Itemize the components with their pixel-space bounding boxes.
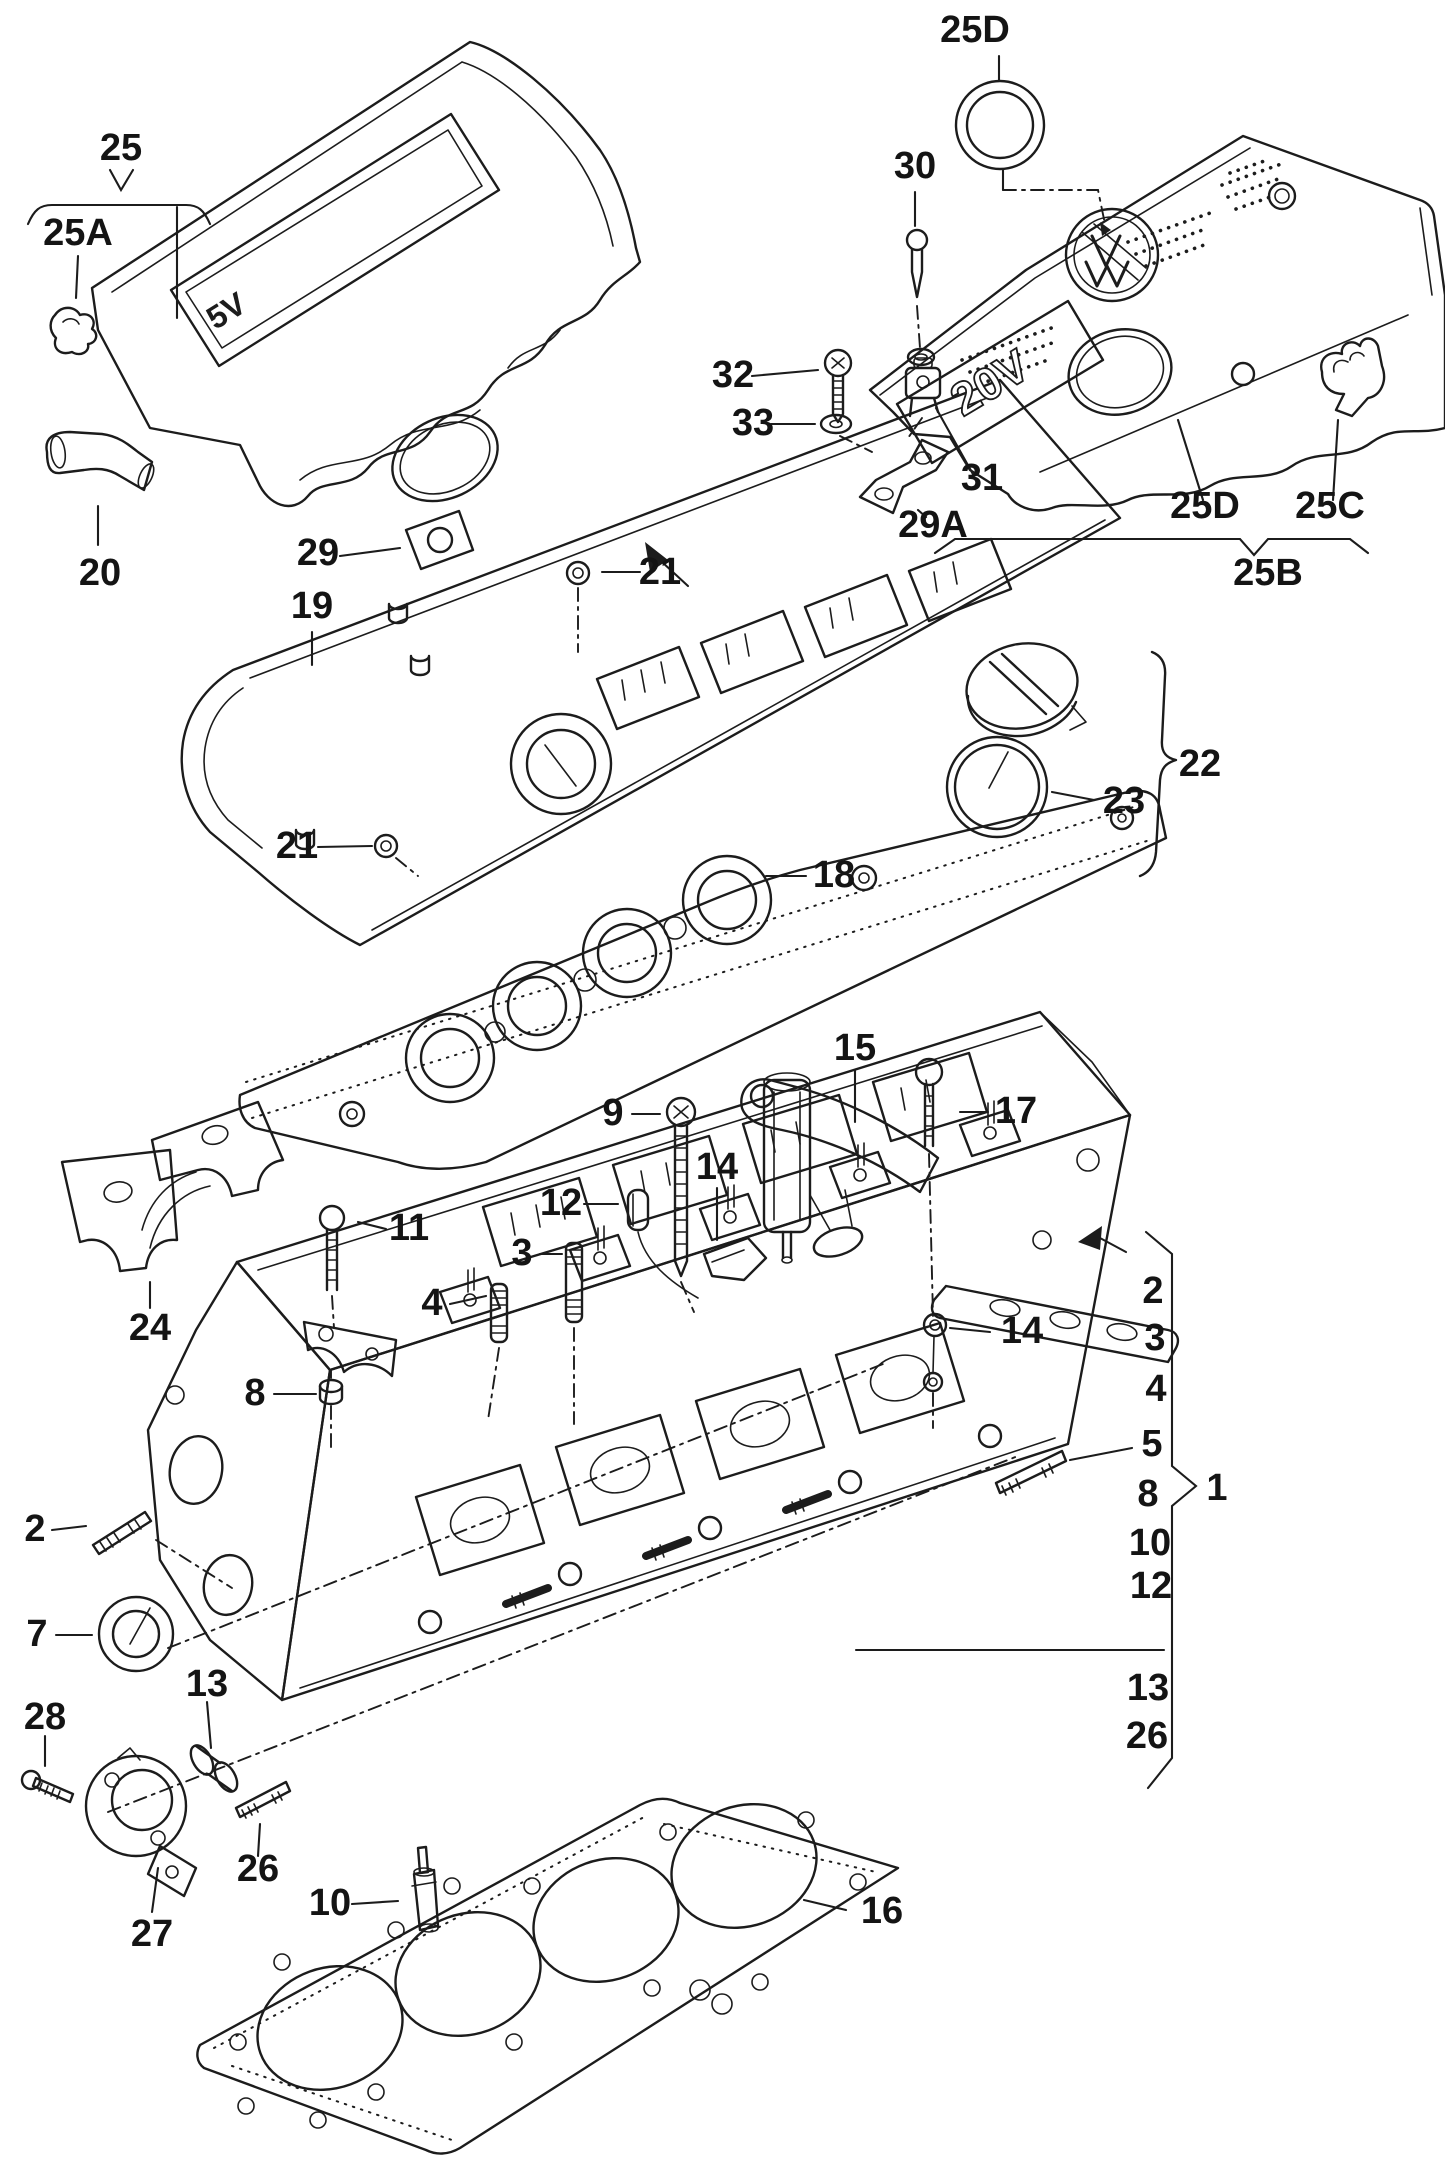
camshaft-seal-7	[97, 1595, 175, 1673]
callout-16: 16	[861, 1890, 903, 1932]
direction-arrow-icon	[645, 542, 690, 588]
stud-26	[234, 1780, 292, 1819]
rocker-pedestals	[438, 1100, 1022, 1325]
oil-filler-cap	[965, 642, 1087, 738]
callout-col-10: 10	[1129, 1522, 1171, 1564]
valve-cover	[180, 378, 1122, 947]
callout-3: 3	[511, 1232, 532, 1274]
valve-cover-gasket	[238, 789, 1168, 1170]
leader-lines	[26, 54, 1370, 1914]
cap-seal-23	[945, 735, 1049, 839]
screw-11	[318, 1204, 346, 1292]
callout-24: 24	[129, 1307, 171, 1349]
callout-13-left: 13	[186, 1663, 228, 1705]
wedge-key-14	[702, 1236, 768, 1282]
vw-logo-icon	[1064, 207, 1160, 303]
callout-25d-top: 25D	[940, 9, 1010, 51]
callout-21-left: 21	[276, 825, 318, 867]
callout-25a: 25A	[43, 212, 113, 254]
callout-22: 22	[1179, 743, 1221, 785]
valve-guide-10	[411, 1845, 440, 1933]
callout-29: 29	[297, 532, 339, 574]
washer-33	[819, 413, 853, 435]
stud-5	[994, 1449, 1068, 1496]
stud-2	[91, 1510, 153, 1556]
sealing-cap-13	[189, 1744, 239, 1793]
bearing-caps-24	[60, 1100, 285, 1273]
washers-14	[922, 1312, 948, 1393]
nut-8	[318, 1378, 344, 1406]
bracket-29a	[858, 438, 950, 515]
callout-20: 20	[79, 552, 121, 594]
dowel-pin-12	[626, 1188, 699, 1299]
callout-8: 8	[244, 1372, 265, 1414]
callout-col-2: 2	[1142, 1270, 1163, 1312]
head-gasket	[196, 1797, 900, 2155]
engine-cover-left	[90, 40, 642, 508]
callout-23: 23	[1103, 780, 1145, 822]
push-pin-30	[905, 228, 936, 367]
seal-ring-25d	[954, 79, 1046, 171]
callout-14-upper: 14	[696, 1146, 738, 1188]
callout-col-5: 5	[1141, 1423, 1162, 1465]
callout-25b: 25B	[1233, 552, 1303, 594]
stud-3	[564, 1241, 584, 1324]
elbow-connector-20	[45, 430, 155, 492]
callout-33: 33	[732, 402, 774, 444]
callout-14-lower: 14	[1001, 1310, 1043, 1352]
tensioner-assembly-15	[740, 1072, 940, 1264]
callout-17: 17	[995, 1090, 1037, 1132]
callout-19: 19	[291, 585, 333, 627]
callout-col-8: 8	[1137, 1473, 1158, 1515]
retainer-plate-14	[930, 1284, 1180, 1364]
callout-32: 32	[712, 354, 754, 396]
nut-21-top	[565, 560, 591, 586]
bolt-28	[20, 1769, 75, 1804]
vent-dots-pattern	[960, 157, 1286, 386]
callout-9: 9	[602, 1092, 623, 1134]
callout-31: 31	[961, 457, 1003, 499]
spring-clip-25c	[1320, 337, 1386, 418]
cover-marking-5v: 5V	[200, 285, 253, 337]
assembly-arrow-icon	[1078, 1226, 1128, 1254]
callout-18: 18	[813, 854, 855, 896]
callout-25: 25	[100, 127, 142, 169]
callout-15: 15	[834, 1027, 876, 1069]
callout-30: 30	[894, 145, 936, 187]
bearing-clamp	[302, 1320, 398, 1378]
callout-25c: 25C	[1295, 485, 1365, 527]
callout-1: 1	[1206, 1467, 1227, 1509]
cover-marking-20v: 20V	[941, 339, 1038, 426]
screw-32	[823, 348, 853, 424]
engine-cover-right	[868, 134, 1445, 512]
callout-labels: 25 25A 20 21 25D 30 32 33 31 29A 25D 25C…	[24, 9, 1365, 1955]
cylinder-head	[146, 1010, 1132, 1702]
callout-27: 27	[131, 1913, 173, 1955]
callout-29a: 29A	[898, 504, 968, 546]
callout-10-bottom: 10	[309, 1882, 351, 1924]
callout-col-26: 26	[1126, 1715, 1168, 1757]
callout-7: 7	[26, 1613, 47, 1655]
nut-21-left	[373, 833, 399, 859]
callout-21-top: 21	[639, 551, 681, 593]
callout-12: 12	[540, 1182, 582, 1224]
small-gasket-29	[404, 509, 475, 571]
callout-28: 28	[24, 1696, 66, 1738]
callout-26-left: 26	[237, 1848, 279, 1890]
callout-col-4: 4	[1145, 1368, 1166, 1410]
callout-2-left: 2	[24, 1508, 45, 1550]
callout-col-3: 3	[1144, 1317, 1165, 1359]
sensor-housing-27	[84, 1747, 198, 1898]
callout-col-12: 12	[1130, 1565, 1172, 1607]
spark-plug-wells	[414, 1321, 966, 1577]
callout-col-13: 13	[1127, 1667, 1169, 1709]
hook-clip-25a	[49, 306, 98, 356]
callout-25d-right: 25D	[1170, 485, 1240, 527]
callout-4: 4	[421, 1282, 442, 1324]
callout-11: 11	[389, 1207, 429, 1249]
bolt-9	[665, 1096, 697, 1278]
